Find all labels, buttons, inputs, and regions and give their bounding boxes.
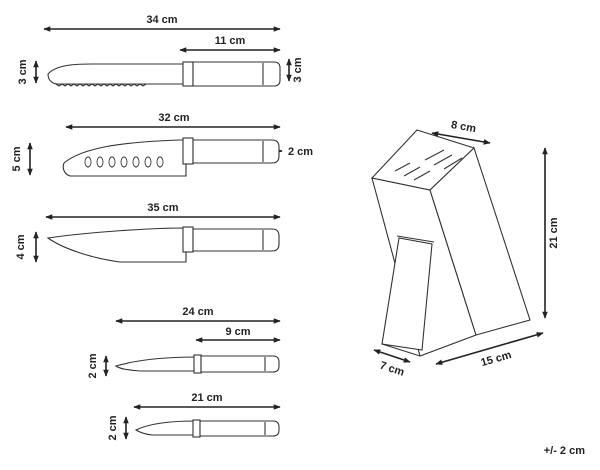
bread-knife-serration (55, 83, 147, 87)
utility-knife-blade (114, 356, 199, 372)
santoku-dimple-6 (144, 156, 152, 168)
paring-blade-height-label: 2 cm (107, 415, 119, 440)
block-slot-4 (424, 149, 445, 161)
bread-blade-height-label: 3 cm (17, 59, 29, 84)
utility-knife-handle (200, 355, 280, 373)
block-height-label: 21 cm (548, 217, 560, 248)
chef-knife-handle (192, 228, 280, 252)
santoku-dimple-7 (156, 156, 164, 168)
bread-handle-height-label: 3 cm (292, 57, 304, 82)
bread-knife-handle (192, 61, 281, 87)
bread-length-label: 34 cm (146, 14, 177, 26)
santoku-dimple-4 (120, 156, 128, 168)
block-top-width-dimension (431, 131, 491, 145)
block-length-label: 15 cm (480, 349, 514, 369)
knife-block-stand (381, 237, 433, 351)
paring-knife-group: 21 cm 2 cm (107, 392, 281, 441)
block-length-dimension (435, 332, 544, 365)
santoku-knife-bolster (182, 137, 194, 165)
tolerance-note: +/- 2 cm (544, 445, 585, 457)
block-slot-5 (433, 154, 453, 166)
utility-blade-height-label: 2 cm (87, 353, 99, 378)
utility-knife-bolster (193, 354, 202, 374)
paring-knife-handle (199, 420, 280, 437)
chef-knife-blade (46, 227, 187, 263)
knife-block-slots (394, 149, 463, 181)
block-slot-6 (443, 157, 463, 170)
paring-knife-blade (134, 420, 197, 436)
chef-knife-bolster (182, 226, 194, 253)
utility-knife-group: 24 cm 9 cm 2 cm (87, 306, 281, 379)
santoku-handle-height-label: 2 cm (288, 146, 313, 158)
block-depth-dimension (373, 349, 411, 363)
santoku-dimple-2 (96, 156, 104, 168)
bread-knife-bolster (182, 61, 194, 87)
chef-length-label: 35 cm (147, 202, 178, 214)
knife-block-front-face (429, 146, 531, 336)
knife-block-stand-edge (396, 235, 435, 243)
bread-knife-blade (47, 63, 187, 85)
knife-block-group: 8 cm 21 cm 7 cm 15 cm (370, 119, 560, 379)
chef-blade-height-label: 4 cm (15, 234, 27, 259)
santoku-dimple-5 (132, 156, 140, 168)
block-slot-1 (394, 162, 411, 172)
santoku-length-label: 32 cm (158, 112, 189, 124)
santoku-dimple-3 (108, 156, 116, 168)
block-slot-2 (403, 166, 421, 177)
santoku-knife-group: 32 cm 5 cm 2 cm (11, 112, 313, 177)
block-depth-label: 7 cm (378, 360, 406, 379)
paring-knife-bolster (192, 419, 201, 438)
chef-knife-group: 35 cm 4 cm (15, 202, 281, 263)
utility-handle-label: 9 cm (225, 326, 250, 338)
santoku-knife-handle (192, 139, 280, 164)
santoku-knife-dimples (84, 156, 164, 168)
bread-knife-group: 34 cm 11 cm 3 cm 3 cm (17, 14, 304, 87)
block-slot-3 (413, 170, 431, 181)
bread-handle-label: 11 cm (215, 35, 246, 47)
utility-length-label: 24 cm (182, 306, 213, 318)
santoku-blade-height-label: 5 cm (11, 146, 23, 171)
santoku-dimple-1 (84, 156, 92, 168)
paring-length-label: 21 cm (191, 392, 222, 404)
block-top-width-label: 8 cm (450, 119, 477, 135)
